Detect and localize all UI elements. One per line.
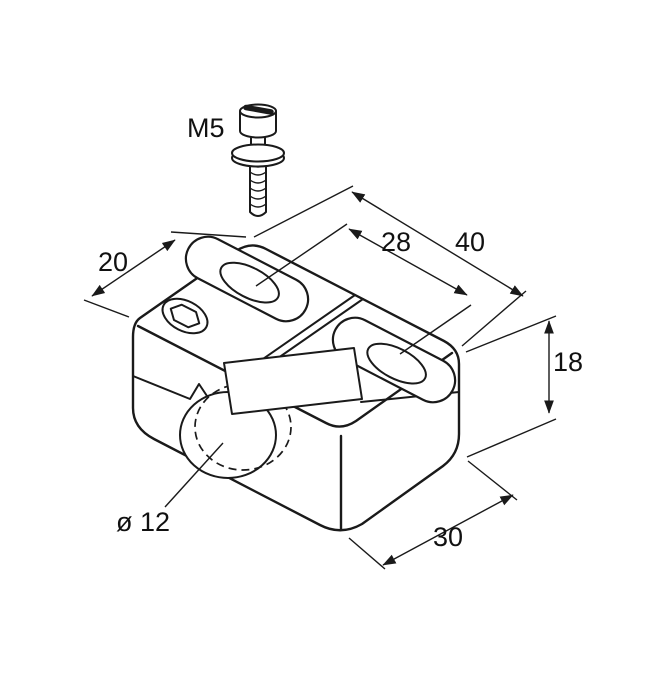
dim-height: 18 — [465, 315, 583, 458]
dim30-extension-left — [348, 537, 386, 570]
dim20-extension-left — [83, 299, 130, 318]
dim18-label: 18 — [553, 347, 583, 377]
dim20-arrow-line — [91, 239, 176, 297]
label-plate — [223, 347, 363, 415]
clamp-block — [131, 235, 461, 532]
screw-head-slot — [243, 104, 274, 115]
dim28-label: 28 — [381, 227, 411, 257]
dim28-extension-left — [255, 223, 348, 287]
dim28-extension-right — [399, 304, 472, 355]
dim-top-depth: 20 — [83, 231, 247, 318]
dim40-extension-left — [253, 185, 354, 238]
hex-socket-recess — [169, 303, 201, 329]
dim-bore-diameter: ø 12 — [116, 442, 224, 537]
dim20-label: 20 — [98, 247, 128, 277]
dim30-arrow-line — [382, 494, 514, 566]
bore-diameter-label: ø 12 — [116, 507, 170, 537]
slot-front-outline — [331, 316, 457, 404]
screw-washer-top — [231, 143, 285, 163]
bore-leader-line — [164, 442, 224, 508]
dim30-label: 30 — [433, 522, 463, 552]
slot-rear-outline — [184, 235, 310, 323]
slot-front-through-hole — [366, 342, 427, 385]
dim30-extension-right — [467, 460, 518, 501]
hex-socket-rim — [161, 297, 209, 335]
hex-socket — [161, 297, 209, 335]
dim-bottom-width: 30 — [348, 460, 518, 570]
mounting-slot-front — [331, 316, 457, 404]
dim40-arrow-line — [351, 191, 524, 297]
thread-label: M5 — [187, 113, 225, 143]
dim18-extension-top — [465, 315, 557, 353]
dim40-label: 40 — [455, 227, 485, 257]
dimension-annotations: M5 20 28 40 18 — [83, 113, 583, 570]
m5-screw-illustration — [231, 103, 285, 217]
top-face-front-edges — [136, 324, 454, 428]
dim18-extension-bottom — [466, 418, 557, 458]
screw-shaft — [249, 155, 267, 217]
dim20-extension-right — [170, 231, 247, 238]
mounting-slot-rear — [184, 235, 310, 323]
dim-total-length: 40 — [253, 185, 527, 347]
dim40-extension-right — [461, 290, 527, 347]
slot-rear-through-hole — [219, 261, 280, 304]
